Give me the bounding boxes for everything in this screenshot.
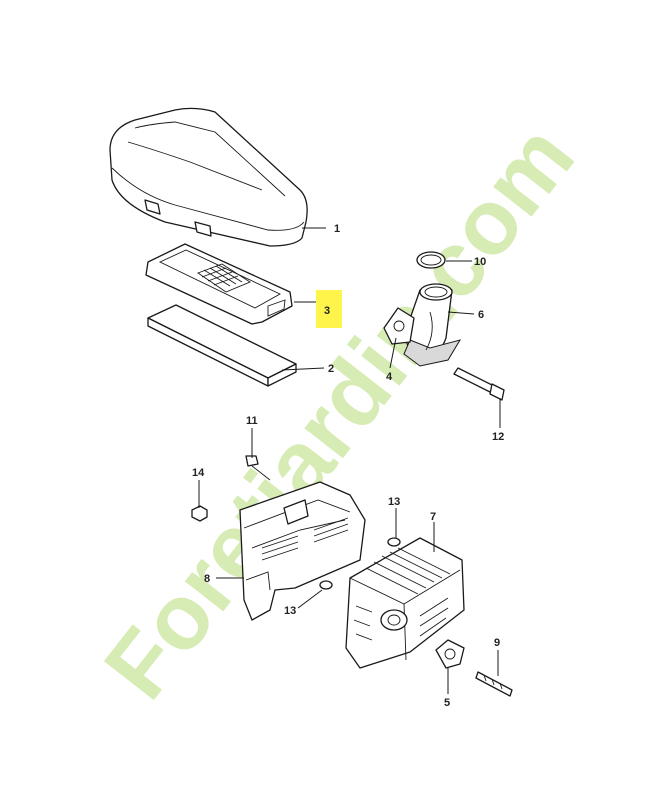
filter-element (145, 243, 293, 325)
exhaust-gasket (435, 639, 465, 669)
leader-lines (198, 227, 501, 694)
intake-gasket (383, 307, 415, 345)
label-13-lower: 13 (284, 605, 296, 617)
label-4: 4 (386, 371, 393, 383)
exhaust-stud (475, 671, 513, 697)
label-8: 8 (204, 573, 210, 585)
filter-mesh (197, 263, 251, 293)
shield-slots (261, 517, 349, 561)
screw (245, 455, 271, 481)
part-labels: 1 3 2 10 6 4 12 11 14 13 7 8 13 9 5 (192, 223, 504, 709)
label-14: 14 (192, 467, 205, 479)
pre-filter-foam (147, 304, 297, 387)
long-bolt (453, 367, 505, 401)
washer-lower (319, 580, 333, 590)
label-9: 9 (494, 637, 500, 649)
label-1: 1 (334, 223, 340, 235)
label-2: 2 (328, 363, 334, 375)
intake-elbow (403, 283, 462, 367)
heat-shield (239, 481, 366, 621)
label-10: 10 (474, 256, 486, 268)
label-11: 11 (246, 415, 258, 427)
label-3-highlight (316, 290, 342, 328)
air-filter-cover (109, 107, 308, 247)
muffler-fins (353, 547, 451, 641)
washer-upper (387, 537, 401, 547)
label-6: 6 (478, 309, 484, 321)
muffler (345, 537, 465, 669)
label-7: 7 (430, 511, 436, 523)
label-13-upper: 13 (388, 496, 400, 508)
label-3: 3 (324, 305, 330, 317)
label-5: 5 (444, 697, 450, 709)
label-12: 12 (492, 431, 504, 443)
nut (191, 505, 208, 522)
